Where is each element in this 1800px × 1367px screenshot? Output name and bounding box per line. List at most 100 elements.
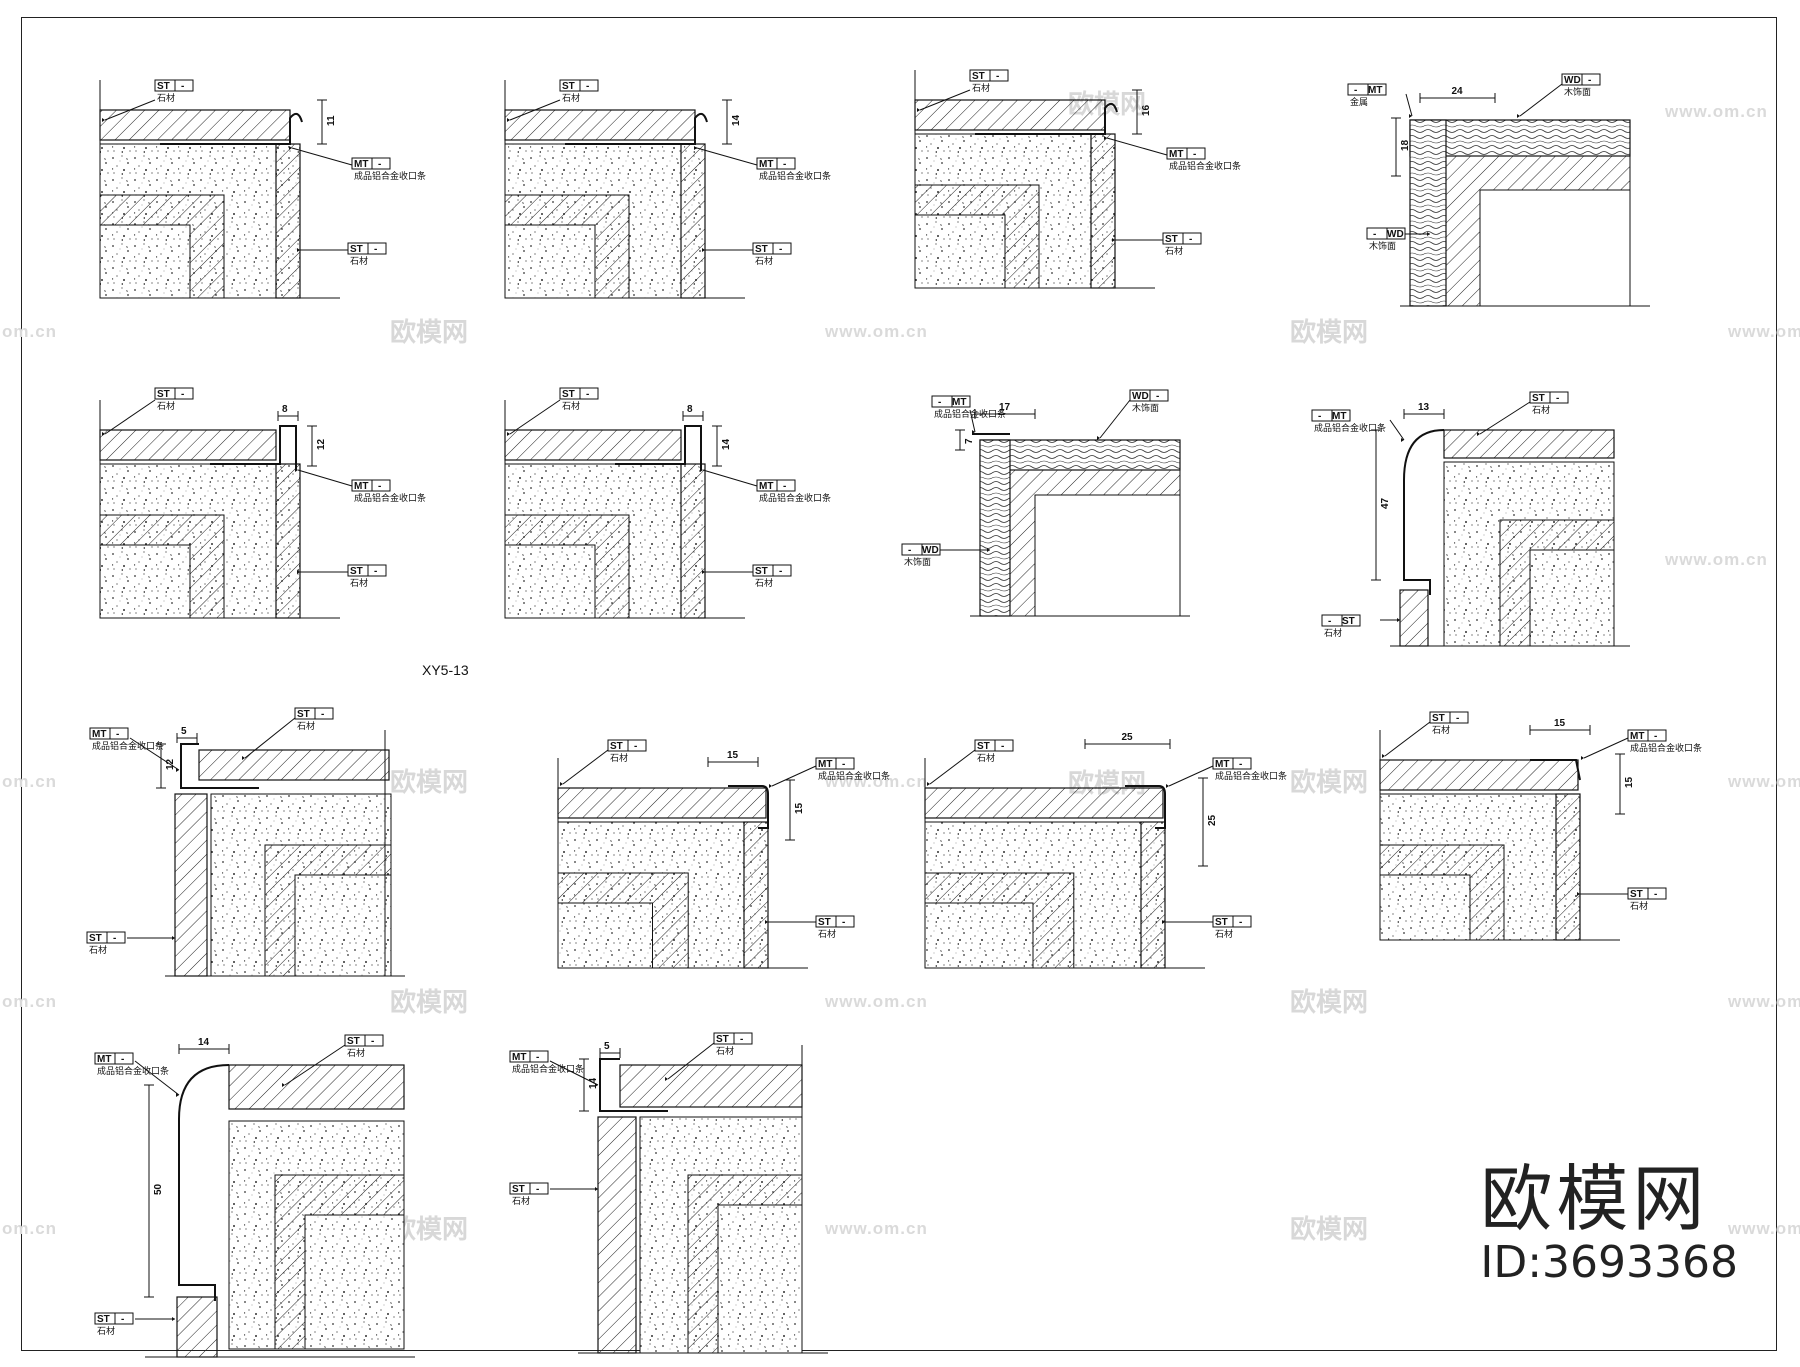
tag-dash: - <box>1318 411 1321 422</box>
watermark-text: 欧模网 <box>390 987 468 1018</box>
tag-text: 金属 <box>1350 96 1368 108</box>
tag-dash-box <box>1581 73 1601 86</box>
tag-code: ST <box>755 566 768 577</box>
dim-text: 15 <box>1624 776 1635 788</box>
tag-text: 石材 <box>716 1045 734 1057</box>
tag-leader <box>1389 419 1405 441</box>
stone-slab <box>198 749 390 781</box>
tag-code: WD <box>922 545 939 556</box>
dim-text: 13 <box>1418 402 1430 413</box>
metal-trim <box>180 743 259 789</box>
leader-arrow <box>917 108 920 112</box>
stone-slab <box>99 429 277 461</box>
tag-dash: - <box>1156 391 1159 402</box>
tag-leader <box>929 749 976 785</box>
tag-text: 石材 <box>157 92 175 104</box>
watermark-text: 欧模网 <box>1290 317 1368 348</box>
tag-code: MT <box>759 159 773 170</box>
dim-text: 25 <box>1207 814 1218 826</box>
structure-hatch <box>504 194 630 299</box>
tag-leader <box>667 1042 715 1080</box>
watermark-url: om.cn <box>2 1219 57 1238</box>
dim-text: 12 <box>316 438 327 450</box>
tag-code: ST <box>347 1036 360 1047</box>
brand-watermark: 欧模网 ID:3693368 <box>1480 1159 1738 1287</box>
leader-arrow <box>987 548 990 552</box>
tag-text: 石材 <box>1630 900 1648 912</box>
leader-arrow <box>972 430 975 434</box>
tag-code: MT <box>1169 149 1183 160</box>
tag-text: 石材 <box>755 255 773 267</box>
stone-wall <box>597 1116 637 1354</box>
tag-leader <box>104 99 156 121</box>
tag-dash: - <box>121 1314 124 1325</box>
tag-text: 成品铝合金收口条 <box>1630 742 1702 754</box>
tag-dash: - <box>842 759 845 770</box>
tag-dash: - <box>1239 759 1242 770</box>
tag-dash: - <box>1373 229 1376 240</box>
leader-arrow <box>1409 114 1412 118</box>
wood-side <box>979 439 1011 617</box>
tag-dash-box <box>529 1050 549 1063</box>
tag-code: MT <box>354 159 368 170</box>
leader-arrow <box>560 782 563 786</box>
detail-layer: 11ST-石材MT-成品铝合金收口条ST-石材14ST-石材MT-成品铝合金收口… <box>86 69 1702 1358</box>
concrete-core <box>228 1120 405 1350</box>
wood-side <box>1409 119 1447 307</box>
leader-arrow <box>297 570 300 574</box>
leader-arrow <box>1581 756 1584 760</box>
dim-text: 14 <box>198 1037 210 1048</box>
tag-dash-box <box>951 395 971 408</box>
tag-code: ST <box>350 566 363 577</box>
dim-text: 11 <box>326 115 337 126</box>
tag-leader <box>969 409 976 433</box>
tag-text: 石材 <box>1324 627 1342 639</box>
leader-arrow <box>702 248 705 252</box>
dim-text: 14 <box>721 438 732 450</box>
stone-wall <box>275 463 301 619</box>
stone-wall <box>743 821 769 969</box>
tag-text: 石材 <box>157 400 175 412</box>
tag-code-box <box>901 543 923 556</box>
tag-text: 成品铝合金收口条 <box>759 170 831 182</box>
tag-text: 石材 <box>89 944 107 956</box>
structure-hatch <box>914 184 1040 289</box>
wood-top <box>979 439 1181 471</box>
tag-dash-box <box>772 242 792 255</box>
dim-text: 5 <box>604 1041 610 1052</box>
watermark-url: om.cn <box>2 772 57 791</box>
tag-text: 石材 <box>350 255 368 267</box>
tag-dash: - <box>121 1054 124 1065</box>
leader-arrow <box>242 756 245 760</box>
tag-code: ST <box>1215 917 1228 928</box>
tag-leader <box>1384 721 1431 757</box>
metal-trim <box>975 102 1118 135</box>
tag-code: ST <box>1342 616 1355 627</box>
tag-text: 石材 <box>1215 928 1233 940</box>
tag-leader <box>562 749 609 785</box>
tag-dash: - <box>181 389 184 400</box>
metal-trim <box>565 112 708 145</box>
tag-dash-box <box>114 1312 134 1325</box>
tag-code: MT <box>1368 85 1382 96</box>
stone-wall <box>1140 821 1166 969</box>
dim-text: 17 <box>999 402 1011 413</box>
tag-code: MT <box>1630 731 1644 742</box>
tag-dash: - <box>1239 917 1242 928</box>
stone-slab <box>1379 759 1579 791</box>
tag-dash: - <box>1328 616 1331 627</box>
tag-dash: - <box>779 566 782 577</box>
metal-trim <box>728 785 769 829</box>
stone-slab <box>924 787 1164 819</box>
tag-leader <box>702 469 758 487</box>
tag-code-box <box>931 395 953 408</box>
tag-dash-box <box>994 739 1014 752</box>
tag-dash: - <box>938 397 941 408</box>
tag-dash-box <box>174 387 194 400</box>
metal-trim <box>1530 759 1581 781</box>
